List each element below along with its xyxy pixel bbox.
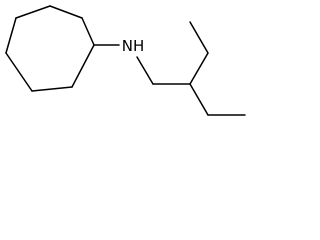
amine-nh-label: NH <box>122 37 145 55</box>
nitrogen-to-ch2-bond <box>136 56 154 85</box>
ring-bond-2 <box>49 5 83 19</box>
ethylbutyl-chain <box>136 21 246 116</box>
upper-ethyl-bond-2 <box>189 21 209 54</box>
cycloheptane-ring <box>5 5 95 92</box>
ring-bond-3 <box>15 5 51 19</box>
chemical-structure: NH <box>5 5 246 116</box>
ring-bond-7 <box>71 44 95 88</box>
ring-bond-4 <box>5 17 17 54</box>
lower-ethyl-bond-1 <box>189 83 209 116</box>
ring-bond-5 <box>5 52 33 92</box>
ring-bond-6 <box>31 86 73 92</box>
upper-ethyl-bond-1 <box>189 52 209 85</box>
ring-bond-1 <box>81 17 95 46</box>
